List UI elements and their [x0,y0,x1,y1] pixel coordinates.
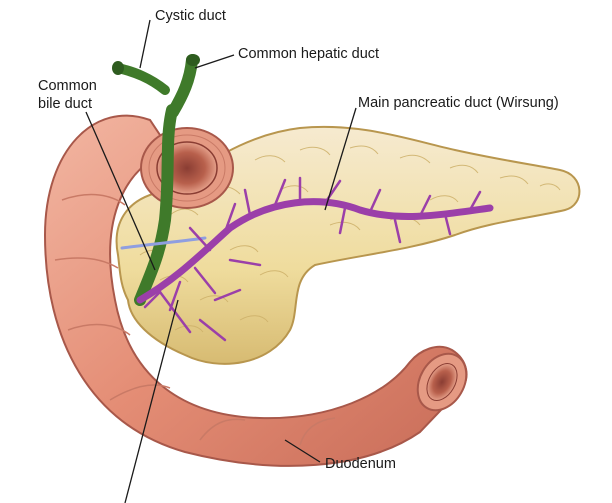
cystic-duct-label: Cystic duct [155,8,226,24]
common-bile-duct-label-line1: Common [38,78,97,94]
duodenum-label: Duodenum [325,456,396,472]
duodenum-proximal-opening [141,128,233,208]
common-hepatic-duct-label: Common hepatic duct [238,46,379,62]
common-hepatic-duct-leader [195,55,234,68]
common-bile-duct-label-line2: bile duct [38,96,92,112]
cystic-duct-leader [140,20,150,68]
main-pancreatic-duct-label: Main pancreatic duct (Wirsung) [358,95,559,111]
